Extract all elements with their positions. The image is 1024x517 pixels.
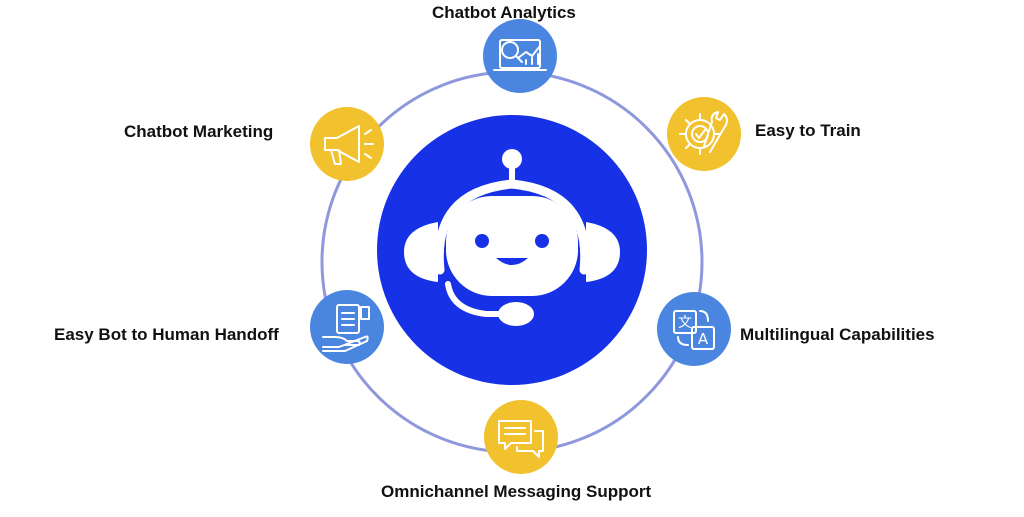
feature-node-chat-bubbles <box>484 400 558 474</box>
feature-node-circle <box>310 290 384 364</box>
feature-node-gear-wrench <box>667 97 741 171</box>
feature-label-multilingual-capabilities: Multilingual Capabilities <box>740 325 935 344</box>
central-hub <box>377 115 647 385</box>
feature-node-document-handoff <box>310 290 384 364</box>
feature-label-easy-to-train: Easy to Train <box>755 121 861 140</box>
chat-bubbles-icon <box>498 420 544 458</box>
feature-label-omnichannel-messaging-support: Omnichannel Messaging Support <box>381 482 652 501</box>
svg-text:文: 文 <box>678 315 692 331</box>
gear-wrench-icon <box>679 111 728 155</box>
feature-nodes: 文A <box>310 19 741 474</box>
analytics-chart-icon <box>493 39 547 71</box>
svg-text:A: A <box>698 330 709 348</box>
feature-node-megaphone <box>310 107 384 181</box>
document-handoff-icon <box>322 304 370 352</box>
feature-node-circle <box>310 107 384 181</box>
translate-icon: 文A <box>673 310 715 350</box>
feature-label-chatbot-marketing: Chatbot Marketing <box>124 122 274 141</box>
feature-node-translate: 文A <box>657 292 731 366</box>
feature-label-bot-to-human-handoff: Easy Bot to Human Handoff <box>54 325 279 344</box>
feature-node-analytics-chart <box>483 19 557 93</box>
feature-label-chatbot-analytics: Chatbot Analytics <box>432 3 576 22</box>
feature-node-circle <box>484 400 558 474</box>
feature-node-circle <box>667 97 741 171</box>
feature-node-circle <box>657 292 731 366</box>
robot-headset-icon <box>404 149 620 326</box>
megaphone-icon <box>324 125 374 165</box>
